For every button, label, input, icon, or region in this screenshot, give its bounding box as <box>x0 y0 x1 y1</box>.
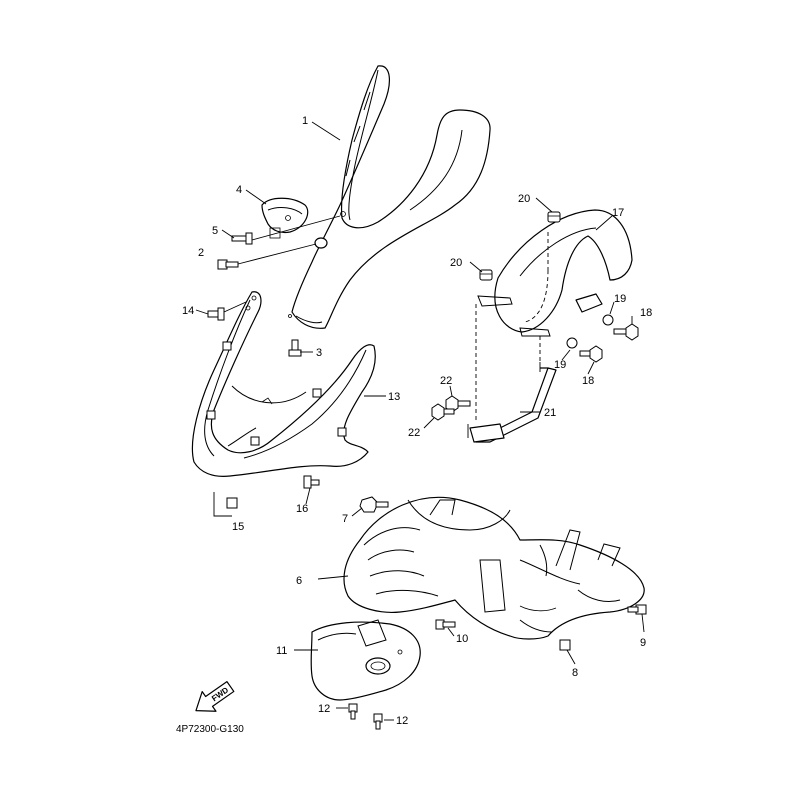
callout-6: 6 <box>296 575 302 587</box>
callout-18a: 18 <box>640 307 652 319</box>
bracket-part-4 <box>261 197 309 239</box>
screw-part-12a <box>348 703 358 720</box>
callout-9: 9 <box>640 637 646 649</box>
cover-plate-part-11 <box>310 619 421 701</box>
forward-arrow-icon: FWD <box>195 681 235 712</box>
callout-18b: 18 <box>582 375 594 387</box>
screw-part-9 <box>627 604 647 615</box>
grommet <box>314 237 328 249</box>
callout-11: 11 <box>276 645 287 657</box>
screw-part-12b <box>373 713 383 730</box>
inner-panel-part-6 <box>343 496 645 640</box>
clip-part-15 <box>213 492 238 517</box>
callout-labels: 1 4 5 2 14 3 13 20 17 20 19 18 19 18 22 … <box>182 115 652 727</box>
callout-13: 13 <box>388 391 400 403</box>
callout-17: 17 <box>612 207 624 219</box>
callout-21: 21 <box>544 407 556 419</box>
damper-part-20b <box>479 269 493 281</box>
screw-part-5 <box>231 232 253 245</box>
damper-part-20a <box>547 211 561 223</box>
bolt-part-22b <box>431 403 455 421</box>
callout-12a: 12 <box>318 703 330 715</box>
callout-16: 16 <box>296 503 308 515</box>
callout-14: 14 <box>182 305 194 317</box>
screw-part-10 <box>435 619 456 630</box>
bolt-part-22a <box>445 395 471 413</box>
bolt-part-7 <box>359 496 389 513</box>
fender-stay-part-21 <box>467 304 557 443</box>
callout-10: 10 <box>456 633 468 645</box>
callout-5: 5 <box>212 225 218 237</box>
bolt-part-18b <box>579 345 603 363</box>
callout-19b: 19 <box>554 359 566 371</box>
callout-20a: 20 <box>518 193 530 205</box>
screw-part-16 <box>303 475 320 489</box>
washer-part-19a <box>602 314 614 326</box>
callout-15: 15 <box>232 521 244 533</box>
fasteners <box>207 211 647 730</box>
callout-20b: 20 <box>450 257 462 269</box>
leader-lines <box>195 121 645 721</box>
callout-12b: 12 <box>396 715 408 727</box>
callout-2: 2 <box>198 247 204 259</box>
clip-part-8 <box>559 639 571 651</box>
callout-3: 3 <box>316 347 322 359</box>
washer-part-19b <box>566 337 578 349</box>
diagram-code: 4P72300-G130 <box>176 724 244 735</box>
callout-22a: 22 <box>440 375 452 387</box>
screw-part-2 <box>217 259 239 270</box>
callout-7: 7 <box>342 513 348 525</box>
callout-8: 8 <box>572 667 578 679</box>
front-panel-part-1 <box>288 65 491 329</box>
callout-19a: 19 <box>614 293 626 305</box>
callout-22b: 22 <box>408 427 420 439</box>
front-fender-part-17 <box>477 209 633 337</box>
bolt-part-18a <box>613 323 639 341</box>
callout-1: 1 <box>302 115 308 127</box>
lower-front-cover-part-13 <box>191 291 376 477</box>
callout-4: 4 <box>236 184 242 196</box>
screw-part-14 <box>207 307 225 321</box>
screw-part-3 <box>288 339 302 357</box>
